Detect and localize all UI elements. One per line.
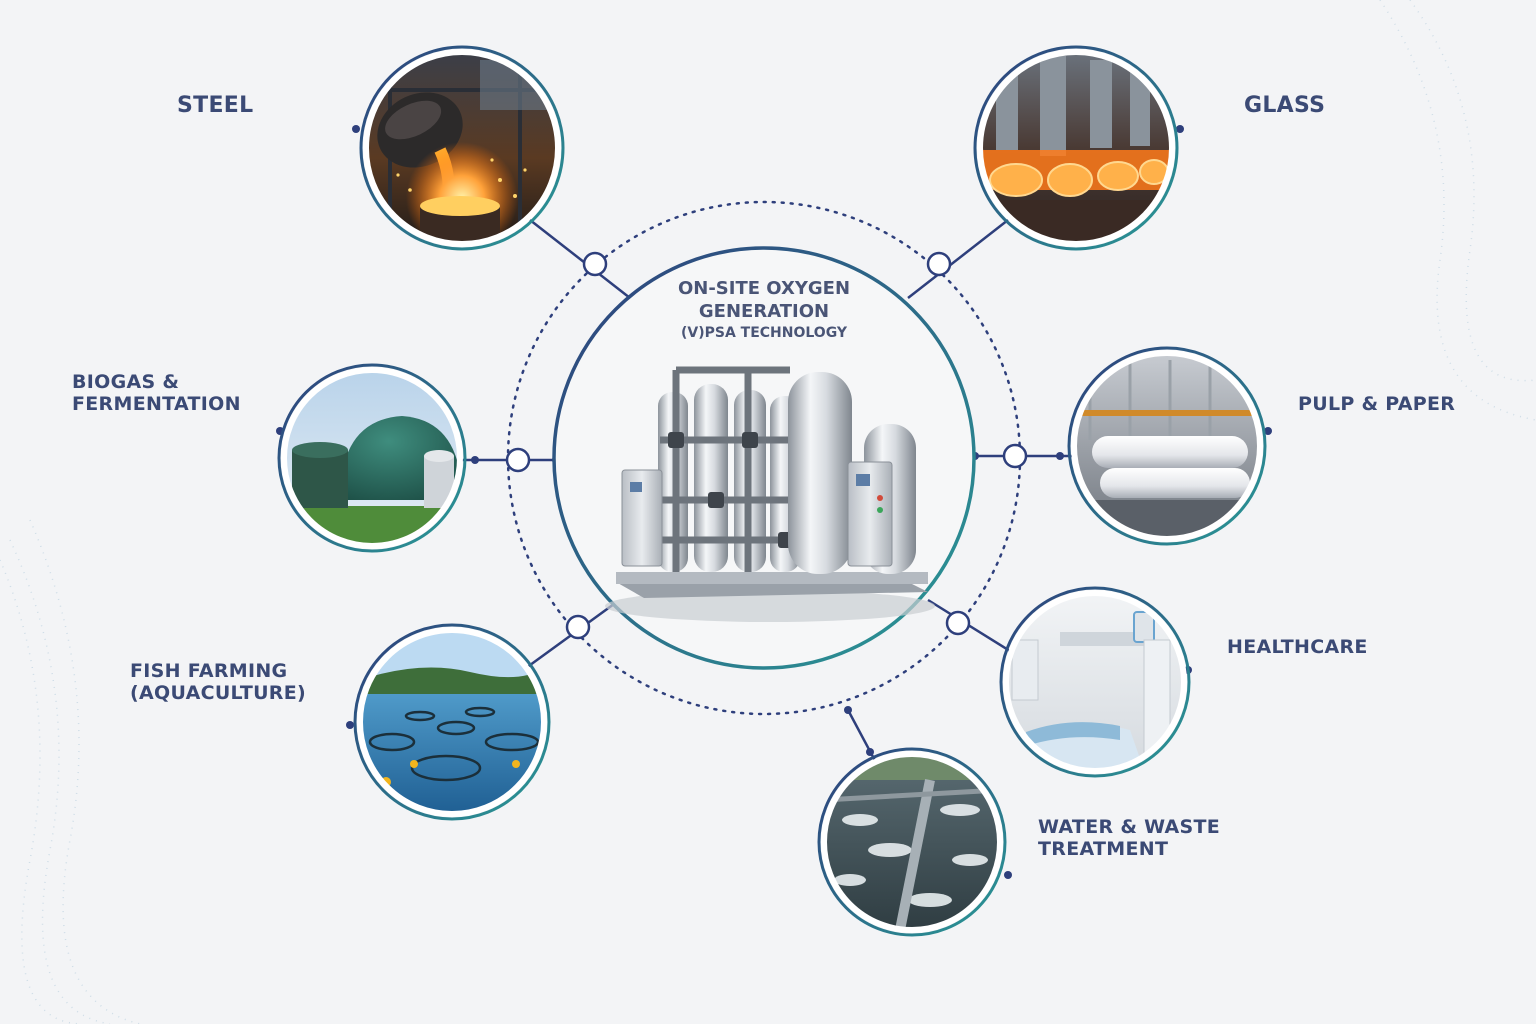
label-pulp-paper: PULP & PAPER [1298, 393, 1456, 415]
label-water-line-1: WATER & WASTE [1038, 816, 1221, 838]
healthcare-photo [1006, 593, 1184, 771]
label-underlines [73, 125, 1438, 879]
water-treatment-ring [817, 747, 1007, 937]
connector-nodes [505, 251, 1028, 640]
biogas-ring [277, 363, 467, 553]
glass-photo [980, 52, 1172, 244]
pulp-paper-ring [1067, 346, 1267, 546]
hub-subtitle: (V)PSA TECHNOLOGY [680, 325, 848, 341]
hub-title-line-1: ON-SITE OXYGEN [677, 278, 851, 299]
label-water-line-2: TREATMENT [1038, 838, 1169, 860]
hub-title-line-2: GENERATION [698, 301, 830, 322]
biogas-photo [284, 370, 460, 546]
label-fish-line-2: (AQUACULTURE) [130, 682, 307, 704]
label-glass: GLASS [1244, 93, 1326, 118]
label-biogas: BIOGAS & FERMENTATION [72, 371, 241, 415]
steel-ring [359, 45, 565, 251]
label-healthcare: HEALTHCARE [1227, 636, 1368, 658]
label-fish-line-1: FISH FARMING [130, 660, 288, 682]
healthcare-ring [999, 586, 1191, 778]
pulp-paper-photo [1074, 353, 1260, 539]
label-steel: STEEL [177, 93, 254, 118]
fish-farming-ring [353, 623, 551, 821]
glass-ring [973, 45, 1179, 251]
label-biogas-line-1: BIOGAS & [72, 371, 180, 393]
label-fish-farming: FISH FARMING (AQUACULTURE) [130, 660, 306, 704]
label-water-treatment: WATER & WASTE TREATMENT [1038, 816, 1220, 860]
label-biogas-line-2: FERMENTATION [72, 393, 241, 415]
steel-photo [366, 52, 558, 244]
psa-oxygen-generator-illustration [605, 366, 935, 622]
